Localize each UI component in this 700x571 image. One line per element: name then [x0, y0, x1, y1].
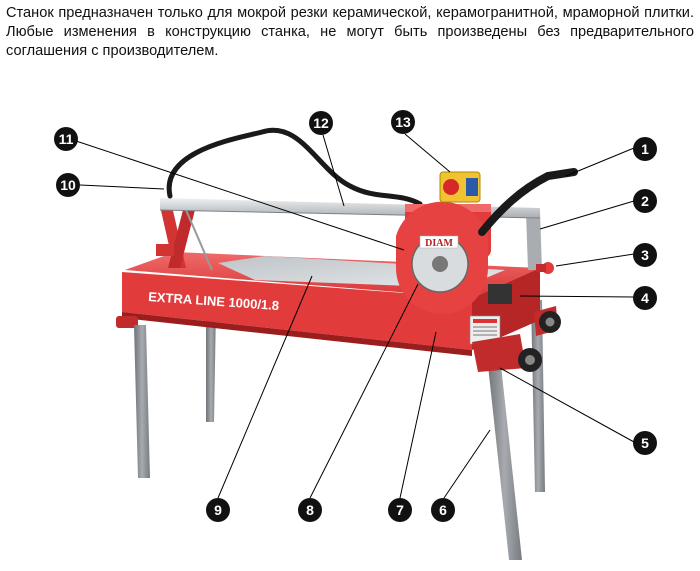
callout-1: 1 [633, 137, 657, 161]
svg-text:8: 8 [306, 502, 314, 518]
callout-12: 12 [309, 111, 333, 135]
svg-text:6: 6 [439, 502, 447, 518]
leader-lines [69, 133, 635, 499]
callout-2: 2 [633, 189, 657, 213]
emergency-stop-icon [443, 179, 459, 195]
callout-7: 7 [388, 498, 412, 522]
svg-text:3: 3 [641, 247, 649, 263]
svg-text:9: 9 [214, 502, 222, 518]
svg-text:12: 12 [313, 115, 329, 131]
callout-3: 3 [633, 243, 657, 267]
svg-text:10: 10 [60, 177, 76, 193]
table-legs-back [206, 300, 545, 492]
cutting-head: DIAM [396, 168, 578, 314]
callout-4: 4 [633, 286, 657, 310]
svg-text:1: 1 [641, 141, 649, 157]
svg-text:4: 4 [641, 290, 649, 306]
svg-text:11: 11 [59, 131, 74, 147]
carriage-handle [478, 168, 578, 236]
water-hose [166, 127, 423, 207]
callout-5: 5 [633, 431, 657, 455]
callout-11: 11 [54, 127, 78, 151]
brand-label: DIAM [425, 238, 453, 249]
callout-9: 9 [206, 498, 230, 522]
intro-paragraph: Станок предназначен только для мокрой ре… [6, 5, 694, 59]
table-legs-front [134, 325, 522, 560]
callout-13: 13 [391, 110, 415, 134]
svg-text:7: 7 [396, 502, 404, 518]
svg-text:13: 13 [395, 114, 411, 130]
wheel-assembly [472, 306, 561, 372]
svg-text:5: 5 [641, 435, 649, 451]
svg-text:2: 2 [641, 193, 649, 209]
callout-6: 6 [431, 498, 455, 522]
callout-8: 8 [298, 498, 322, 522]
callout-10: 10 [56, 173, 80, 197]
